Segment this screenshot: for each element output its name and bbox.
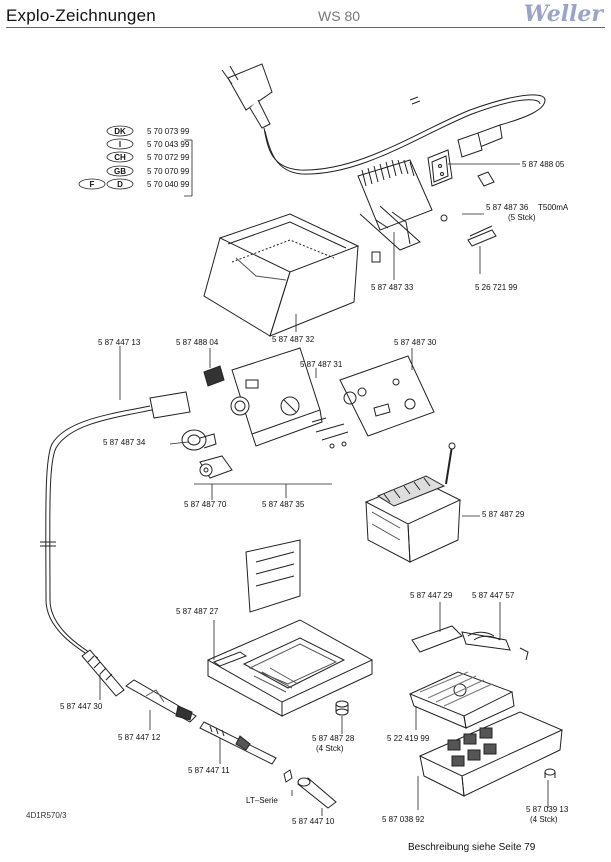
part-label-58748734: 5 87 487 34 xyxy=(103,438,146,447)
part-label-58748730: 5 87 487 30 xyxy=(394,338,437,347)
foot-quantity-a: (4 Stck) xyxy=(316,744,344,753)
country-code-gb: GB xyxy=(114,167,126,176)
part-label-58748736: 5 87 487 36 xyxy=(486,203,529,212)
part-label-58748731: 5 87 487 31 xyxy=(300,360,343,369)
country-code-d: D xyxy=(117,180,123,189)
part-label-58744711: 5 87 447 11 xyxy=(188,766,230,775)
tip-holder-rack xyxy=(411,625,529,661)
country-code-dk: DK xyxy=(114,127,126,136)
part-label-58744710: 5 87 447 10 xyxy=(292,817,335,826)
part-labels: 5 87 488 05 5 87 487 36 T500mA (5 Stck) … xyxy=(60,160,569,826)
part-label-58703892: 5 87 038 92 xyxy=(382,815,425,824)
country-row-i: I 5 70 043 99 xyxy=(106,138,190,150)
stand-tray xyxy=(418,711,564,797)
knob xyxy=(199,455,233,479)
soldering-tip xyxy=(283,769,337,809)
connector-socket xyxy=(181,429,217,451)
part-label-58748804: 5 87 488 04 xyxy=(176,338,219,347)
iron-cable xyxy=(40,391,191,661)
part-label-58703913: 5 87 039 13 xyxy=(526,805,569,814)
part-label-52241999: 5 22 419 99 xyxy=(387,734,430,743)
country-row-ch: CH 5 70 072 99 xyxy=(106,151,190,163)
part-label-58748727: 5 87 487 27 xyxy=(176,607,219,616)
part-label-58744729: 5 87 447 29 xyxy=(410,591,453,600)
fuse-rating: T500mA xyxy=(538,203,569,212)
part-label-58748729: 5 87 487 29 xyxy=(482,510,525,519)
screw xyxy=(445,442,456,485)
lt-series-label: LT–Serie xyxy=(246,796,278,805)
page-title: Explo-Zeichnungen xyxy=(6,6,156,25)
cleaning-sponge xyxy=(408,671,515,729)
cover-hood xyxy=(203,213,360,337)
inlet-socket xyxy=(427,149,453,187)
country-row-dk: DK 5 70 073 99 xyxy=(106,125,190,137)
control-board xyxy=(311,355,435,449)
part-label-58748733: 5 87 487 33 xyxy=(371,283,414,292)
iron-body xyxy=(125,679,197,723)
holder-pin xyxy=(440,214,497,247)
fuse-quantity: (5 Stck) xyxy=(508,213,536,222)
power-cord xyxy=(221,63,546,175)
fuse xyxy=(477,171,495,187)
country-row-fd: F D 5 70 040 99 xyxy=(78,178,190,190)
part-label-58748770: 5 87 487 70 xyxy=(184,500,227,509)
leader-lines xyxy=(99,139,549,816)
part-label-58748732: 5 87 487 32 xyxy=(272,335,315,344)
country-part-gb: 5 70 070 99 xyxy=(147,167,190,176)
transformer xyxy=(364,475,462,563)
part-label-52672199: 5 26 721 99 xyxy=(475,283,518,292)
country-part-dk: 5 70 073 99 xyxy=(147,127,190,136)
part-label-58748805: 5 87 488 05 xyxy=(522,160,565,169)
part-label-58744730: 5 87 447 30 xyxy=(60,702,103,711)
heating-element xyxy=(199,721,277,765)
power-board xyxy=(357,159,433,263)
header-rule xyxy=(6,27,605,28)
part-label-58744713: 5 87 447 13 xyxy=(98,338,141,347)
country-code-i: I xyxy=(119,140,121,149)
part-label-58748728: 5 87 487 28 xyxy=(312,734,355,743)
front-panel xyxy=(230,347,323,447)
country-code-f: F xyxy=(90,180,95,189)
country-row-gb: GB 5 70 070 99 xyxy=(106,165,190,177)
country-part-fd: 5 70 040 99 xyxy=(147,180,190,189)
stand-foot xyxy=(544,768,556,778)
mains-switch xyxy=(203,365,225,387)
iron-grip xyxy=(81,649,125,697)
country-list: DK 5 70 073 99 I 5 70 043 99 CH 5 70 072… xyxy=(78,125,190,190)
base-housing xyxy=(206,619,374,717)
part-label-58748735: 5 87 487 35 xyxy=(262,500,305,509)
brand-logo: Weller xyxy=(523,1,603,27)
part-label-58744712: 5 87 447 12 xyxy=(118,733,161,742)
country-part-ch: 5 70 072 99 xyxy=(147,153,190,162)
country-part-i: 5 70 043 99 xyxy=(147,140,190,149)
page-reference: Beschreibung siehe Seite 79 xyxy=(408,842,536,853)
shield-plate xyxy=(245,539,301,613)
foot-quantity-b: (4 Stck) xyxy=(530,815,558,824)
model-name: WS 80 xyxy=(318,8,361,24)
country-code-ch: CH xyxy=(114,153,126,162)
rubber-foot xyxy=(335,700,349,716)
part-label-58744757: 5 87 447 57 xyxy=(472,591,515,600)
document-code: 4D1R570/3 xyxy=(26,811,67,820)
